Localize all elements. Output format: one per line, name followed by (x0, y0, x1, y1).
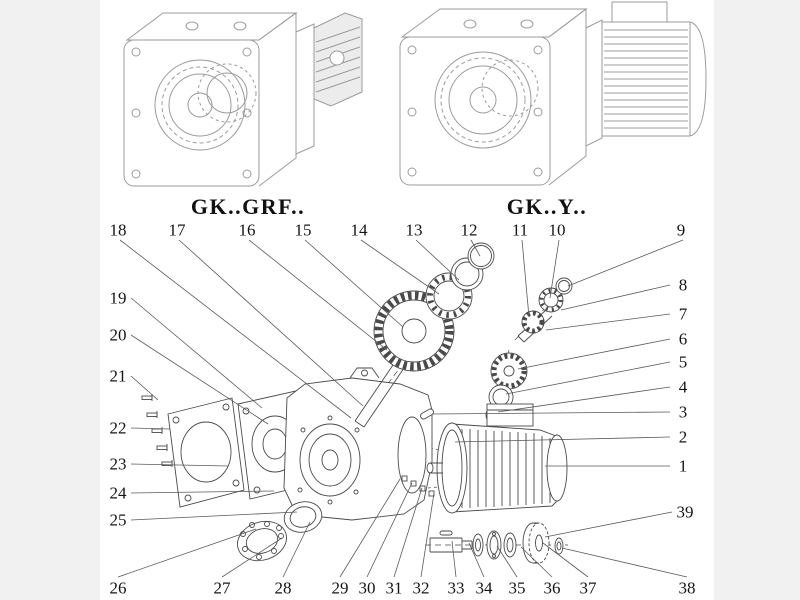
exploded-view (141, 242, 573, 564)
callout-label-34: 34 (475, 578, 493, 598)
output-gear-set (354, 242, 495, 428)
shaft-seal (283, 501, 323, 533)
leader-line-29 (339, 478, 401, 578)
callout-label-30: 30 (358, 578, 376, 598)
variant-label-gk-y: GK..Y.. (506, 194, 588, 219)
leader-line-16 (248, 239, 388, 351)
callout-label-29: 29 (331, 578, 349, 598)
leader-line-4 (497, 386, 671, 413)
leader-line-36 (520, 546, 553, 578)
output-shaft-set (429, 522, 564, 564)
leader-line-30 (366, 482, 413, 578)
callout-label-20: 20 (109, 325, 127, 345)
leader-line-2 (454, 436, 671, 443)
leader-line-26 (117, 528, 257, 578)
shaft-key (420, 408, 434, 420)
callout-label-7: 7 (678, 304, 688, 324)
callout-label-4: 4 (678, 377, 688, 397)
callout-label-12: 12 (460, 220, 478, 240)
callout-label-15: 15 (294, 220, 312, 240)
leader-line-37 (542, 542, 589, 578)
leader-line-32 (420, 492, 435, 578)
motor (401, 403, 568, 514)
callout-label-19: 19 (109, 288, 127, 308)
callout-label-32: 32 (412, 578, 430, 598)
callout-label-25: 25 (109, 510, 127, 530)
callout-label-28: 28 (274, 578, 292, 598)
leader-line-12 (470, 239, 481, 257)
page-margin-left (0, 0, 100, 600)
cover-gasket (167, 397, 245, 508)
leader-line-8 (560, 284, 671, 311)
leader-line-27 (221, 537, 283, 578)
leader-line-13 (415, 239, 460, 281)
callout-label-3: 3 (678, 402, 688, 422)
callout-label-35: 35 (508, 578, 526, 598)
callout-label-24: 24 (109, 483, 127, 503)
assembled-view-y (399, 1, 707, 186)
callout-label-10: 10 (548, 220, 566, 240)
gear-housing (283, 367, 433, 521)
leader-line-28 (282, 521, 311, 578)
leader-line-24 (130, 490, 275, 494)
callout-label-5: 5 (678, 352, 688, 372)
leader-line-34 (468, 542, 485, 578)
callout-label-2: 2 (678, 427, 688, 447)
leader-line-35 (496, 545, 518, 578)
callout-label-14: 14 (350, 220, 368, 240)
callout-label-36: 36 (543, 578, 561, 598)
leader-line-15 (304, 239, 404, 328)
callout-label-9: 9 (676, 220, 686, 240)
leader-line-14 (360, 239, 440, 295)
page-margin-right (714, 0, 800, 600)
callout-label-38: 38 (678, 578, 696, 598)
leader-line-33 (451, 540, 457, 578)
leader-line-39 (544, 511, 673, 538)
callout-label-18: 18 (109, 220, 127, 240)
callout-label-33: 33 (447, 578, 465, 598)
callout-label-26: 26 (109, 578, 127, 598)
leader-line-17 (178, 239, 364, 407)
callout-label-37: 37 (579, 578, 597, 598)
leader-line-19 (130, 297, 263, 409)
callout-label-17: 17 (168, 220, 186, 240)
assembled-view-grf (123, 12, 363, 187)
callout-label-27: 27 (213, 578, 231, 598)
leader-line-5 (505, 361, 671, 395)
leader-line-23 (130, 463, 229, 467)
callout-label-22: 22 (109, 418, 127, 438)
callout-label-31: 31 (385, 578, 403, 598)
leader-line-21 (130, 375, 159, 401)
variant-label-gk-grf: GK..GRF.. (190, 194, 306, 219)
leader-line-11 (521, 239, 530, 318)
leader-line-31 (393, 487, 423, 578)
callout-label-11: 11 (511, 220, 529, 240)
leader-line-22 (130, 427, 171, 430)
callout-label-39: 39 (676, 502, 694, 522)
callout-label-13: 13 (405, 220, 423, 240)
input-pinion-set (517, 277, 573, 343)
leader-line-38 (561, 547, 688, 578)
taper-bearing (237, 520, 287, 562)
leader-line-7 (545, 313, 671, 331)
callout-label-21: 21 (109, 366, 127, 386)
callout-label-8: 8 (678, 275, 688, 295)
cover-bolts (141, 394, 173, 467)
leader-line-20 (130, 334, 269, 425)
callout-label-6: 6 (678, 329, 688, 349)
callout-label-16: 16 (238, 220, 256, 240)
leader-line-10 (549, 239, 560, 299)
leader-line-25 (130, 511, 298, 521)
leader-line-9 (567, 239, 684, 287)
leader-line-18 (119, 239, 352, 419)
callout-label-1: 1 (678, 456, 688, 476)
leader-line-3 (431, 411, 671, 415)
leader-lines (117, 239, 688, 578)
callout-label-23: 23 (109, 454, 127, 474)
leader-line-6 (517, 338, 671, 370)
